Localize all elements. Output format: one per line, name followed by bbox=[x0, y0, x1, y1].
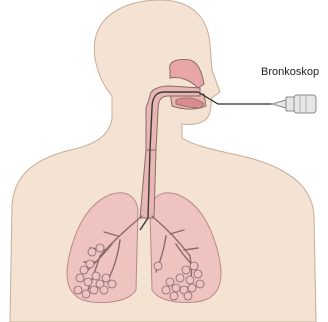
bronchoscope-label: Bronkoskop bbox=[261, 66, 319, 78]
bronchoscope-handle bbox=[272, 95, 316, 113]
